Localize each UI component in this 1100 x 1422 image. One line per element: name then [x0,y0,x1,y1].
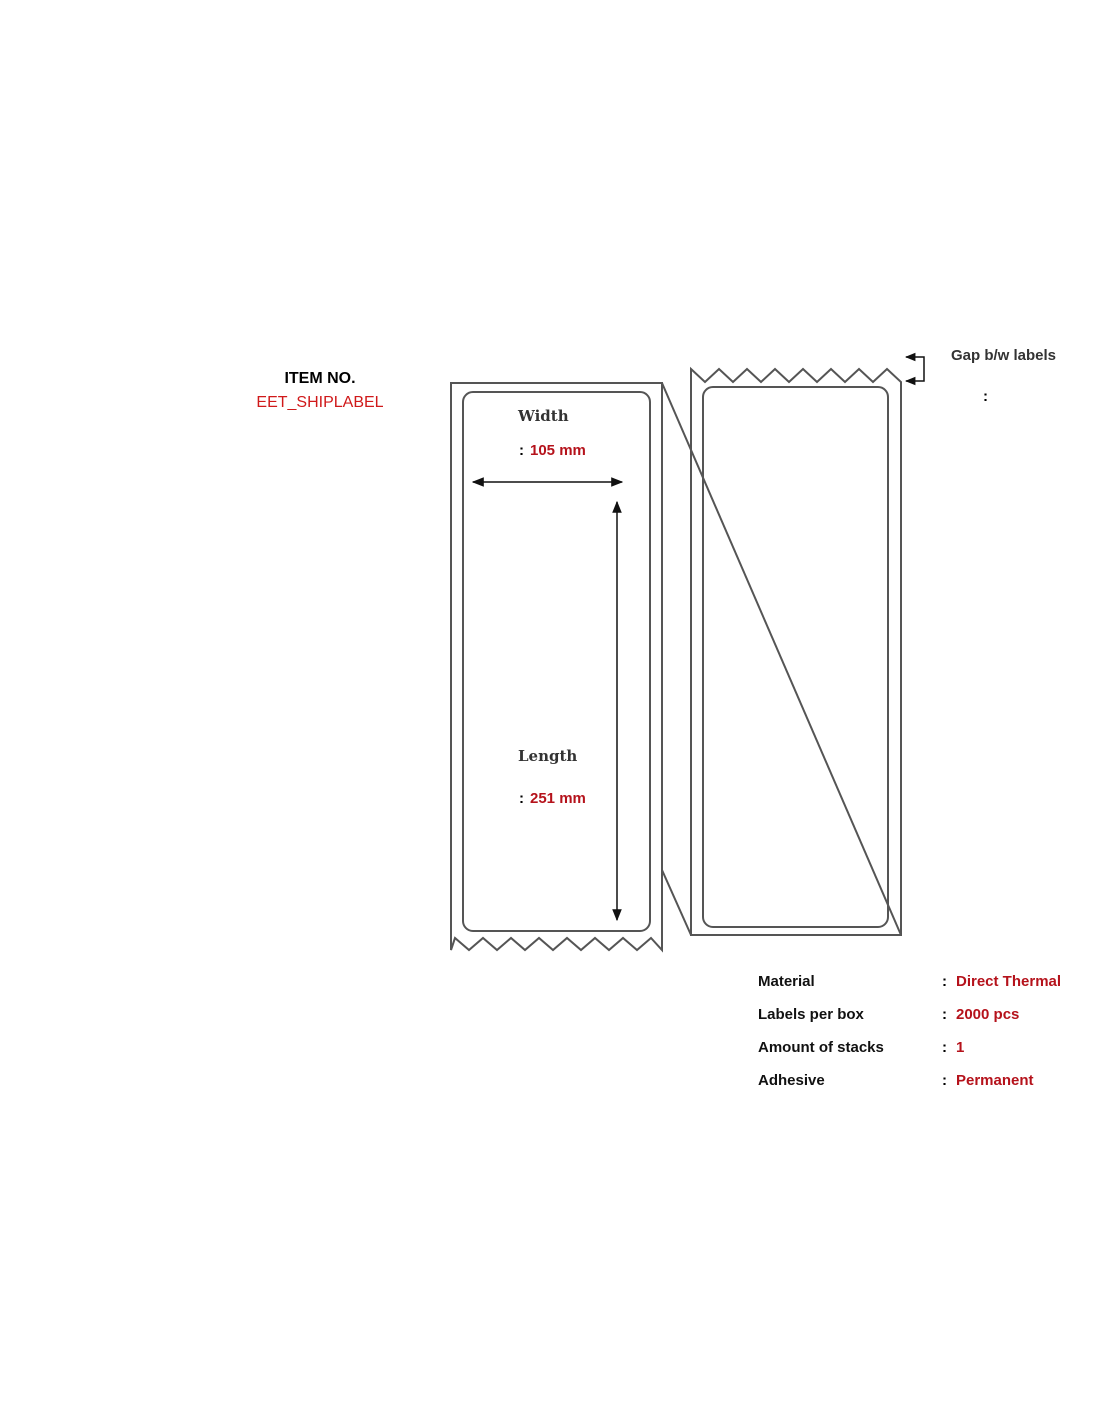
length-colon: : [519,790,524,807]
length-value: 251 mm [530,790,586,807]
roll-diagonal [661,382,902,936]
gap-colon: : [983,388,988,405]
spec-name: Adhesive [758,1072,825,1089]
spec-row-material: Material : Direct Thermal [758,965,1088,998]
spec-value: 1 [956,1039,965,1056]
width-label: Width [517,407,569,425]
roll-outline [690,366,902,936]
gap-label: Gap b/w labels [951,347,1056,364]
front-label-sheet [450,382,663,953]
spec-value: Direct Thermal [956,973,1062,990]
item-number-value: EET_SHIPLABEL [256,394,384,411]
label-roll-back [661,366,902,936]
spec-colon: : [942,1072,947,1089]
spec-row-labels-per-box: Labels per box : 2000 pcs [758,998,1088,1031]
length-label: Length [518,747,577,765]
front-sheet-outline [450,382,663,953]
roll-edge [661,869,692,936]
width-value: 105 mm [530,442,586,459]
spec-colon: : [942,1006,947,1023]
spec-value: 2000 pcs [956,1006,1020,1023]
width-colon: : [519,442,524,459]
roll-label-outline [702,386,889,928]
spec-name: Amount of stacks [758,1039,884,1056]
front-label-outline [462,391,651,932]
spec-table: Material : Direct Thermal Labels per box… [758,965,1088,1097]
spec-row-adhesive: Adhesive : Permanent [758,1064,1088,1097]
spec-colon: : [942,1039,947,1056]
spec-row-stacks: Amount of stacks : 1 [758,1031,1088,1064]
item-number-label: ITEM NO. [284,370,356,387]
spec-colon: : [942,973,947,990]
spec-name: Labels per box [758,1006,864,1023]
gap-indicator [904,352,925,386]
spec-value: Permanent [956,1072,1034,1089]
spec-name: Material [758,973,815,990]
